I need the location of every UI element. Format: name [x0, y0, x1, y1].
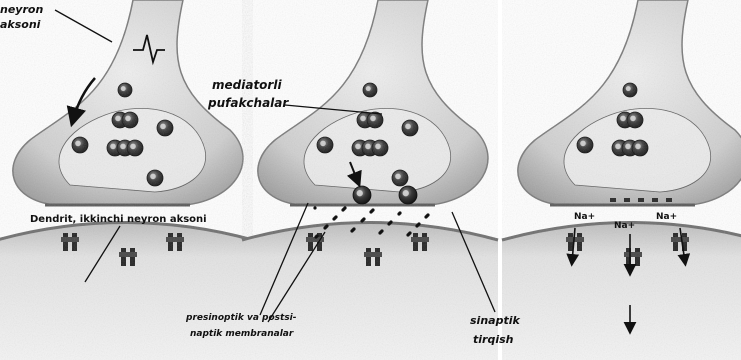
texture: [0, 0, 253, 360]
panel-release: [242, 0, 498, 360]
label-na-2: Na+: [614, 221, 635, 231]
mediator-dot: [417, 222, 420, 225]
label-axon-line2: aksoni: [0, 19, 40, 32]
panel-resting: [0, 0, 253, 360]
label-vesicles-line2: pufakchalar: [208, 97, 288, 111]
label-cleft-line2: tirqish: [473, 334, 513, 347]
label-dendrite: Dendrit, ikkinchi neyron aksoni: [30, 214, 207, 226]
fused-vesicle-right: [399, 186, 417, 204]
mediator-dot: [313, 206, 316, 209]
label-axon-line1: neyron: [0, 4, 43, 17]
mediator-dot: [398, 211, 401, 214]
mediator-dot: [362, 217, 365, 220]
mediator-dot: [352, 227, 355, 230]
label-na-1: Na+: [574, 212, 595, 222]
mediator-dot: [380, 229, 383, 232]
mediator-dot: [334, 215, 337, 218]
mediator-dot: [315, 234, 318, 237]
texture: [502, 0, 741, 360]
mediator-dot: [371, 208, 374, 211]
mediator-dot: [343, 206, 346, 209]
mediator-dot: [426, 213, 429, 216]
mediator-dot: [408, 231, 411, 234]
label-membranes-line2: naptik membranalar: [190, 329, 293, 339]
label-na-3: Na+: [656, 212, 677, 222]
texture: [242, 0, 498, 360]
label-membranes-line1: presinoptik va postsi-: [186, 313, 297, 323]
mediator-dot: [325, 224, 328, 227]
label-cleft-line1: sinaptik: [470, 315, 520, 328]
mediator-dot: [389, 220, 392, 223]
panel-binding: [502, 0, 741, 360]
fused-vesicle-left: [353, 186, 371, 204]
label-vesicles-line1: mediatorli: [212, 79, 282, 93]
